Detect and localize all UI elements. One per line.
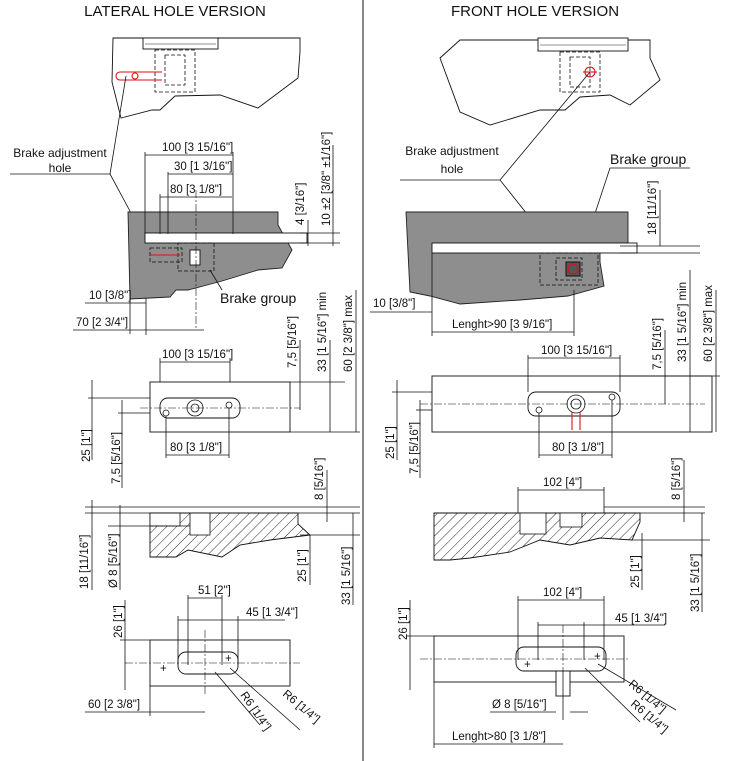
dim-right-60max: 60 [2 3/8"] max bbox=[703, 285, 715, 362]
dim-right-phi8: Ø 8 [5/16"] bbox=[492, 699, 547, 711]
svg-text:+: + bbox=[160, 663, 167, 675]
left-plan-view bbox=[140, 381, 300, 433]
svg-text:+: + bbox=[225, 653, 232, 665]
brake-adjust-label-left-2: hole bbox=[49, 161, 72, 175]
dim-right-26: 26 [1"] bbox=[398, 607, 410, 640]
dim-right-18: 18 [11/16"] bbox=[647, 181, 659, 235]
dim-left-33: 33 [1 5/16"] bbox=[341, 547, 353, 605]
leader-1 bbox=[109, 75, 127, 175]
svg-text:+: + bbox=[594, 651, 601, 663]
title-lateral: LATERAL HOLE VERSION bbox=[84, 3, 266, 20]
dim-right-8: 8 [5/16"] bbox=[671, 458, 683, 500]
dim-left-18: 18 [11/16"] bbox=[79, 535, 91, 589]
right-section-view bbox=[433, 512, 641, 561]
dim-right-80len: Lenght>80 [3 1/8"] bbox=[452, 731, 546, 743]
dim-right-33: 33 [1 5/16"] bbox=[690, 554, 702, 612]
right-side-view bbox=[405, 211, 638, 305]
left-bottom-plan: + + bbox=[125, 630, 300, 695]
dim-left-8: 8 [5/16"] bbox=[314, 458, 326, 500]
dim-left-25b: 25 [1"] bbox=[297, 549, 309, 582]
dim-left-60max: 60 [2 3/8"] max bbox=[343, 295, 355, 372]
dim-left-phi8: Ø 8 [5/16"] bbox=[108, 533, 120, 588]
brake-adjust-label-right-2: hole bbox=[441, 162, 464, 176]
dim-right-102: 102 [4"] bbox=[543, 477, 582, 489]
dim-right-100: 100 [3 15/16"] bbox=[541, 345, 612, 357]
dim-right-45: 45 [1 3/4"] bbox=[615, 613, 667, 625]
brake-group-label-left: Brake group bbox=[220, 290, 296, 306]
dim-left-10: 10 [3/8"] bbox=[89, 290, 131, 302]
dim-right-75b: 7,5 [5/16"] bbox=[409, 422, 421, 474]
dim-right-10: 10 [3/8"] bbox=[373, 298, 415, 310]
dim-left-70: 70 [2 3/4"] bbox=[76, 317, 128, 329]
left-3d-view bbox=[111, 37, 301, 119]
dim-left-100b: 100 [3 15/16"] bbox=[162, 349, 233, 361]
dim-left-80b: 80 [3 1/8"] bbox=[170, 442, 222, 454]
dim-left-4: 4 [3/16"] bbox=[295, 183, 307, 225]
dim-left-r6b: R6 [1/4"] bbox=[280, 688, 322, 726]
dim-left-51: 51 [2"] bbox=[198, 585, 231, 597]
dim-right-90: Lenght>90 [3 9/16"] bbox=[452, 319, 552, 331]
left-side-view bbox=[127, 211, 308, 300]
dim-left-26: 26 [1"] bbox=[113, 605, 125, 638]
right-bottom-plan: + + bbox=[420, 625, 630, 720]
dim-left-60: 60 [2 3/8"] bbox=[88, 699, 140, 711]
dim-right-75: 7,5 [5/16"] bbox=[652, 318, 664, 370]
title-front: FRONT HOLE VERSION bbox=[451, 3, 619, 20]
right-3d-view bbox=[439, 37, 661, 126]
dim-right-102b: 102 [4"] bbox=[543, 587, 582, 599]
dim-left-25: 25 [1"] bbox=[81, 429, 93, 462]
svg-text:+: + bbox=[524, 659, 531, 671]
dim-left-10tol: 10 ±2 [3/8" ±1/16"] bbox=[321, 132, 333, 226]
dim-left-30: 30 [1 3/16"] bbox=[174, 161, 232, 173]
right-plan-view bbox=[420, 375, 713, 433]
dim-left-r6a: R6 [1/4"] bbox=[238, 690, 273, 733]
dim-left-75b: 7,5 [5/16"] bbox=[111, 432, 123, 484]
brake-group-label-right: Brake group bbox=[610, 151, 686, 167]
dim-left-33min: 33 [1 5/16"] min bbox=[317, 292, 329, 372]
dim-left-75: 7,5 [5/16"] bbox=[287, 316, 299, 368]
dim-right-33min: 33 [1 5/16"] min bbox=[677, 282, 689, 362]
dim-left-45: 45 [1 3/4"] bbox=[246, 607, 298, 619]
brake-adjust-label-left-1: Brake adjustment bbox=[13, 146, 107, 160]
left-section-view bbox=[149, 512, 312, 558]
dim-right-25b: 25 [1"] bbox=[630, 555, 642, 588]
dim-right-80: 80 [3 1/8"] bbox=[552, 442, 604, 454]
dim-left-100: 100 [3 15/16"] bbox=[162, 142, 233, 154]
brake-adjust-label-right-1: Brake adjustment bbox=[405, 144, 499, 158]
dim-right-25: 25 [1"] bbox=[385, 426, 397, 459]
